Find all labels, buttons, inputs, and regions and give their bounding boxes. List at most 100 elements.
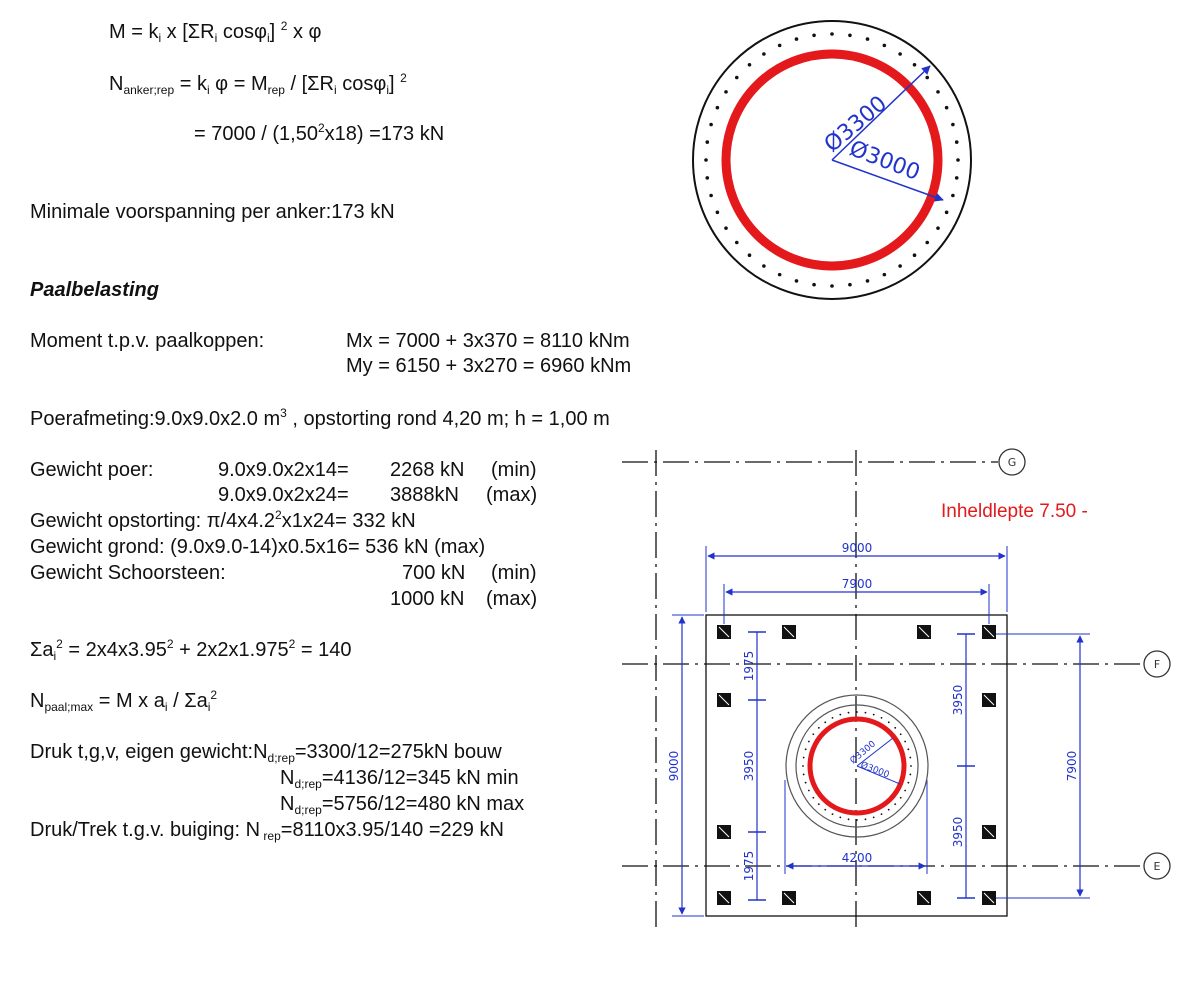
bolt-hole (847, 711, 850, 714)
bolt-hole (882, 272, 887, 277)
pile-hatch (718, 694, 730, 706)
bolt-hole (951, 122, 955, 127)
bolt-hole (856, 711, 858, 713)
bolt-hole (956, 158, 960, 162)
bolt-hole (777, 272, 782, 277)
bolt-hole (804, 781, 807, 784)
small-dim-line (856, 765, 901, 785)
bolt-hole (839, 816, 842, 819)
dim-3950-left: 3950 (742, 751, 756, 782)
dim-1975-top: 1975 (742, 651, 756, 682)
bolt-hole (807, 740, 810, 743)
moment-my: My = 6150 + 3x270 = 6960 kNm (346, 355, 632, 377)
bolt-hole (724, 226, 728, 230)
bolt-hole (830, 284, 834, 288)
bolt-hole (824, 721, 827, 724)
gewicht-schoorsteen-label: Gewicht Schoorsteen: (30, 562, 226, 584)
min-voorspanning: Minimale voorspanning per anker:173 kN (30, 201, 395, 223)
dim-3950-right-top: 3950 (951, 685, 965, 716)
bolt-hole (715, 105, 720, 110)
bolt-hole (762, 52, 766, 56)
bolt-hole (865, 37, 870, 41)
bolt-hole (807, 789, 810, 792)
grid-bubble-f (1143, 650, 1171, 678)
bolt-hole (907, 781, 910, 784)
bolt-hole (705, 140, 710, 144)
moment-label: Moment t.p.v. paalkoppen: (30, 330, 265, 352)
opstorting-inner (795, 704, 919, 828)
bolt-hole (812, 733, 815, 736)
dim-4200: 4200 (842, 851, 873, 865)
grid-label-g: G (1008, 456, 1017, 469)
grid-label-e: E (1154, 860, 1161, 873)
bolt-hole (872, 713, 875, 716)
grid-label-f: F (1154, 658, 1160, 671)
bolt-hole (944, 105, 949, 110)
bolt-hole (904, 789, 907, 792)
bolt-holes (704, 32, 960, 288)
bolt-hole (880, 716, 883, 719)
npaal-formula: Npaal;max = M x ai / Σai2 (30, 688, 218, 714)
plan-title: Inheldlepte 7.50 - (941, 501, 1088, 522)
dim-3950-right-bottom: 3950 (951, 817, 965, 848)
bolt-hole (880, 813, 883, 816)
gewicht-poer-min-val: 2268 kN (390, 459, 465, 481)
bolt-hole (925, 240, 930, 245)
bolt-hole (830, 32, 834, 36)
bolt-hole (704, 158, 708, 162)
pile-hatch (983, 826, 995, 838)
gewicht-schoorsteen-max-tag: (max) (486, 588, 538, 610)
bolt-hole (715, 210, 720, 215)
bolt-hole (812, 33, 816, 38)
chimney-red-ring (807, 716, 907, 816)
druk-line-1: Druk t,g,v, eigen gewicht:Nd;rep=3300/12… (30, 741, 502, 765)
ring-detail: Ø3300 Ø3000 (692, 20, 972, 300)
bolt-hole (831, 716, 834, 719)
bolt-hole (709, 193, 713, 198)
bolt-hole (912, 62, 917, 67)
bolt-hole (817, 726, 820, 729)
bolt-hole (802, 765, 804, 767)
pile-hatch (783, 892, 795, 904)
druk-line-3: Nd;rep=5756/12=480 kN max (280, 793, 525, 817)
gewicht-schoorsteen-min-val: 700 kN (402, 562, 466, 584)
pile-hatch (918, 892, 930, 904)
bolt-hole (899, 796, 902, 799)
bolt-hole (954, 176, 959, 180)
pile-hatch (718, 826, 730, 838)
bolt-hole (898, 264, 902, 268)
gewicht-opstorting: Gewicht opstorting: π/4x4.22x1x24= 332 k… (30, 508, 416, 532)
gewicht-poer-max-tag: (max) (486, 484, 538, 506)
poer-afmeting: Poerafmeting:9.0x9.0x2.0 m3 , opstorting… (30, 406, 610, 430)
pile-hatch (718, 892, 730, 904)
pile-hatch (918, 626, 930, 638)
dim-7900-top: 7900 (842, 577, 873, 591)
small-dim-line (856, 737, 894, 767)
bolt-hole (734, 240, 739, 245)
bolt-hole (904, 740, 907, 743)
bolt-hole (909, 773, 912, 776)
bolt-hole (899, 733, 902, 736)
bolt-hole (839, 713, 842, 716)
bolt-hole (909, 756, 912, 759)
bolt-hole (817, 803, 820, 806)
bolt-hole (887, 808, 890, 811)
bolt-hole (907, 748, 910, 751)
foundation-outline (705, 614, 1008, 917)
foundation-plan: G F E Inheldlepte 7.50 - 9000 7900 9000 … (622, 448, 1171, 932)
bolt-hole (951, 193, 955, 198)
piles (717, 625, 996, 905)
bolt-hole (847, 818, 850, 821)
formula-result: = 7000 / (1,502x18) =173 kN (194, 121, 445, 145)
bolt-hole (925, 75, 930, 80)
gewicht-grond: Gewicht grond: (9.0x9.0-14)x0.5x16= 536 … (30, 536, 486, 558)
bolt-hole (804, 748, 807, 751)
bolt-hole (747, 253, 752, 258)
pile-hatch (783, 626, 795, 638)
bolt-hole (812, 796, 815, 799)
dim-7900-right: 7900 (1065, 751, 1079, 782)
small-dim-inner: Ø3000 (859, 760, 891, 781)
pile-hatch (983, 626, 995, 638)
bolt-hole (802, 756, 805, 759)
bolt-hole (831, 813, 834, 816)
